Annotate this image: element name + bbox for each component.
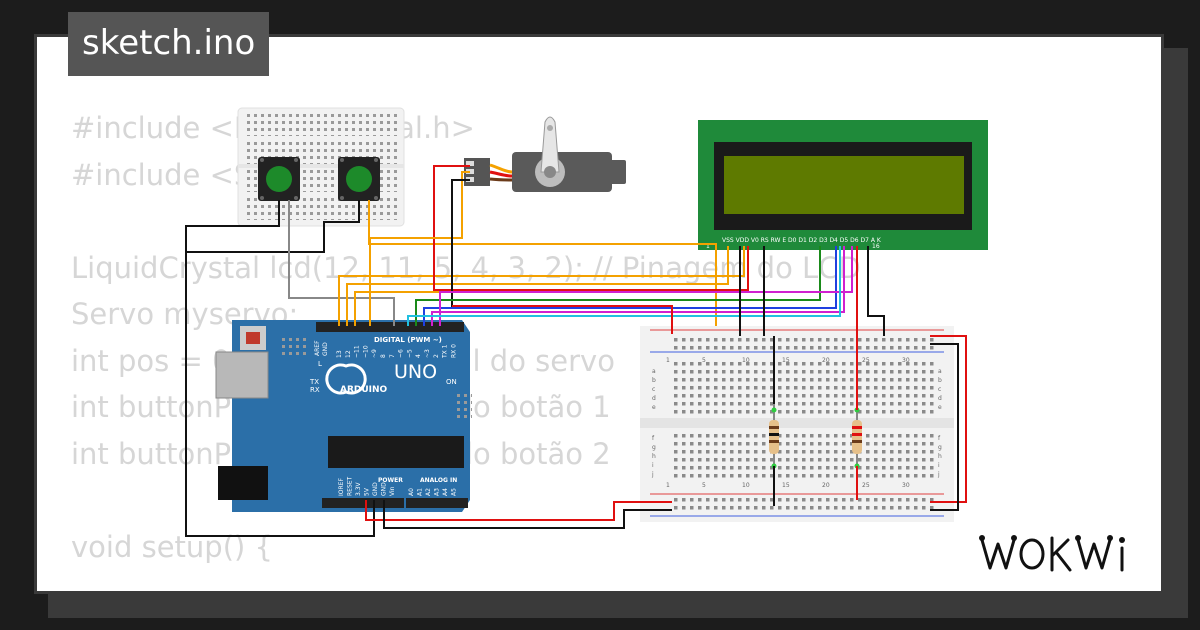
power-pin-label: Vin (389, 486, 396, 496)
model-label: UNO (394, 361, 437, 383)
usb-port-icon (215, 351, 269, 399)
digital-pin-label: ~6 (398, 349, 405, 358)
power-pin-label: 5V (364, 487, 371, 496)
wires (185, 165, 967, 537)
breadboard-row-letter: i (652, 462, 654, 469)
breadboard-col-number: 5 (702, 357, 706, 364)
digital-label: DIGITAL (PWM ~) (374, 336, 442, 344)
digital-pin-label: 2 (433, 354, 440, 358)
pushbutton-1[interactable] (258, 157, 300, 201)
breadboard-row-letter: j (937, 471, 940, 478)
breadboard-row-letter: g (938, 444, 942, 451)
chip-icon (328, 436, 464, 468)
digital-pin-label: 8 (380, 354, 387, 358)
breadboard-col-number: 20 (822, 357, 830, 364)
breadboard-row-letter: c (652, 386, 655, 393)
analog-pin-label: A4 (442, 488, 449, 496)
digital-pin-label: ~11 (354, 345, 361, 358)
analog-label: ANALOG IN (420, 477, 457, 484)
resistor-icon (769, 420, 779, 454)
breadboard-row-letter: f (938, 435, 941, 442)
breadboard-row-letter: h (938, 453, 942, 460)
digital-pin-label: TX 1 (442, 344, 449, 359)
pushbutton-icon (266, 166, 292, 192)
digital-pin-label: ~10 (362, 345, 369, 358)
pushbutton-2[interactable] (338, 157, 380, 201)
gnd-label: GND (322, 342, 329, 356)
breadboard-col-number: 1 (666, 482, 670, 489)
aref-label: AREF (314, 340, 321, 356)
power-jack-icon (218, 466, 268, 500)
digital-pin-label: 4 (415, 354, 422, 358)
power-pin-label: IOREF (338, 478, 345, 496)
breadboard-row-letter: b (938, 377, 942, 384)
rx-label: RX (310, 386, 320, 394)
digital-pin-label: ~3 (424, 349, 431, 358)
breadboard-col-number: 15 (782, 482, 790, 489)
arduino-uno-board[interactable]: DIGITAL (PWM ~) UNO ARDUINO ON L TX RX P… (215, 320, 472, 512)
breadboard-row-letter: a (938, 368, 942, 375)
analog-pin-label: A0 (408, 488, 415, 496)
breadboard-col-number: 15 (782, 357, 790, 364)
lcd-pin-last: 16 (872, 243, 880, 250)
breadboard-row-letter: d (652, 395, 656, 402)
lcd-display[interactable]: VSS VDD V0 RS RW E D0 D1 D2 D3 D4 D5 D6 … (698, 120, 988, 250)
breadboard-col-number: 5 (702, 482, 706, 489)
breadboard-row-letter: e (652, 404, 656, 411)
breadboard-col-number: 30 (902, 482, 910, 489)
breadboard-col-number: 25 (862, 357, 870, 364)
power-pin-label: 3.3V (355, 481, 362, 496)
digital-pin-label: 13 (336, 350, 343, 358)
resistor-icon (852, 420, 862, 454)
breadboard-row-letter: j (651, 471, 654, 478)
breadboard-col-number: 10 (742, 482, 750, 489)
breadboard-col-number: 25 (862, 482, 870, 489)
analog-pin-label: A1 (417, 488, 424, 496)
resistor-1 (769, 404, 779, 469)
breadboard-col-number: 1 (666, 357, 670, 364)
breadboard-row-letter: e (938, 404, 942, 411)
file-title: sketch.ino (68, 12, 270, 76)
power-pin-label: RESET (347, 476, 354, 496)
breadboard-row-letter: g (652, 444, 656, 451)
analog-pin-label: A2 (425, 488, 432, 496)
lcd-pin-labels: VSS VDD V0 RS RW E D0 D1 D2 D3 D4 D5 D6 … (722, 237, 882, 244)
breadboard-row-letter: f (652, 435, 655, 442)
breadboard-col-number: 30 (902, 357, 910, 364)
digital-pin-label: ~9 (371, 349, 378, 358)
breadboard-row-letter: d (938, 395, 942, 402)
breadboard-col-number: 20 (822, 482, 830, 489)
resistor-2 (852, 404, 862, 469)
l-label: L (318, 360, 322, 368)
lcd-pin-first: 1 (706, 243, 710, 250)
digital-pin-label: RX 0 (450, 344, 457, 358)
breadboard-row-letter: b (652, 377, 656, 384)
breadboard-row-letter: a (652, 368, 656, 375)
breadboard-col-number: 10 (742, 357, 750, 364)
servo-motor[interactable] (464, 116, 626, 192)
breadboard-row-letter: c (938, 386, 941, 393)
digital-pin-label: 12 (345, 350, 352, 358)
breadboard-row-letter: i (938, 462, 940, 469)
digital-pin-label: 7 (389, 354, 396, 358)
power-label: POWER (378, 477, 403, 484)
power-pin-label: GND (381, 482, 388, 496)
tx-label: TX (309, 378, 319, 386)
on-label: ON (446, 378, 457, 386)
breadboard-row-letter: h (652, 453, 656, 460)
pushbutton-icon (346, 166, 372, 192)
digital-pin-label: ~5 (406, 349, 413, 358)
analog-pin-label: A3 (434, 488, 441, 496)
code-line: void setup() { (71, 529, 273, 564)
wokwi-logo (979, 535, 1125, 572)
analog-pin-label: A5 (451, 488, 458, 496)
power-pin-label: GND (372, 482, 379, 496)
brand-label: ARDUINO (340, 385, 388, 395)
